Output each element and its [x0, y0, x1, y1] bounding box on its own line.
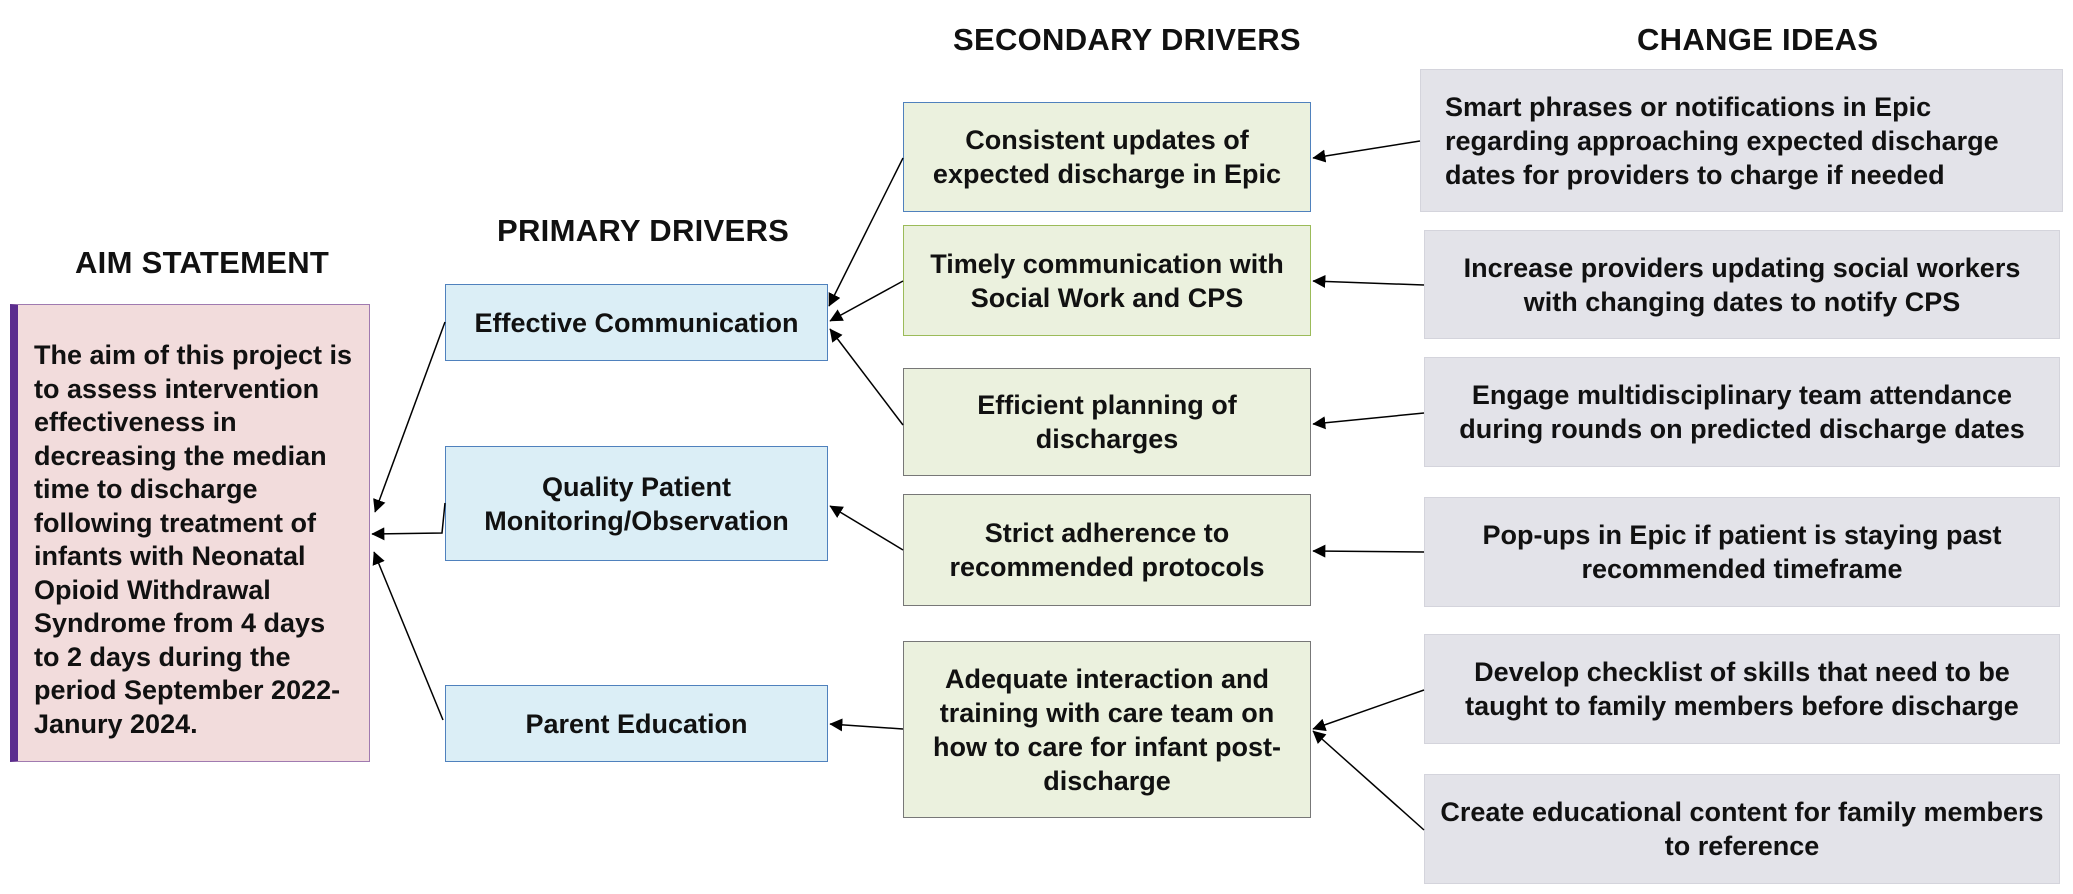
arrow-educational-content-to-training [1312, 730, 1425, 831]
primary-driver-quality-monitoring: Quality Patient Monitoring/Observation [445, 446, 828, 561]
arrow-popups-to-protocols [1312, 544, 1425, 558]
arrow-training-to-education [829, 718, 904, 732]
change-idea-epic-popups: Pop-ups in Epic if patient is staying pa… [1424, 497, 2060, 607]
primary-driver-effective-communication: Effective Communication [445, 284, 828, 361]
arrow-communication-to-aim [373, 321, 446, 513]
change-idea-skills-checklist: Develop checklist of skills that need to… [1424, 634, 2060, 744]
secondary-driver-care-team-training: Adequate interaction and training with c… [903, 641, 1311, 818]
secondary-drivers-heading: SECONDARY DRIVERS [953, 22, 1301, 57]
aim-statement-box: The aim of this project is to assess int… [10, 304, 370, 762]
secondary-driver-label: Adequate interaction and training with c… [933, 663, 1281, 796]
change-idea-label: Develop checklist of skills that need to… [1465, 657, 2019, 721]
change-idea-epic-smart-phrases: Smart phrases or notifications in Epic r… [1420, 69, 2063, 212]
primary-driver-label: Quality Patient Monitoring/Observation [484, 471, 789, 536]
secondary-driver-discharge-planning: Efficient planning of discharges [903, 368, 1311, 476]
primary-drivers-heading: PRIMARY DRIVERS [497, 213, 790, 248]
change-idea-label: Pop-ups in Epic if patient is staying pa… [1482, 520, 2002, 584]
change-idea-label: Engage multidisciplinary team attendance… [1459, 380, 2025, 444]
aim-statement-text: The aim of this project is to assess int… [34, 340, 353, 739]
change-idea-label: Create educational content for family me… [1440, 797, 2044, 861]
aim-statement-heading: AIM STATEMENT [75, 245, 330, 280]
change-idea-label: Smart phrases or notifications in Epic r… [1445, 91, 1999, 190]
secondary-driver-label: Strict adherence to recommended protocol… [949, 518, 1265, 582]
arrow-smart-phrases-to-epic-updates [1312, 140, 1421, 163]
arrow-social-workers-to-communication [1312, 274, 1425, 288]
arrow-rounds-to-planning [1312, 412, 1425, 430]
secondary-driver-epic-updates: Consistent updates of expected discharge… [903, 102, 1311, 212]
arrow-epic-updates-to-communication [828, 157, 904, 307]
secondary-driver-label: Consistent updates of expected discharge… [932, 125, 1282, 189]
primary-driver-parent-education: Parent Education [445, 685, 828, 762]
primary-driver-label: Effective Communication [474, 307, 799, 338]
arrow-discharge-planning-to-communication [829, 328, 904, 426]
change-idea-educational-content: Create educational content for family me… [1424, 774, 2060, 884]
arrow-monitoring-to-aim [371, 502, 446, 541]
secondary-driver-social-work-communication: Timely communication with Social Work an… [903, 225, 1311, 336]
change-idea-update-social-workers: Increase providers updating social worke… [1424, 230, 2060, 339]
arrow-education-to-aim [372, 551, 444, 721]
secondary-driver-label: Efficient planning of discharges [977, 390, 1237, 454]
change-ideas-heading: CHANGE IDEAS [1637, 22, 1879, 57]
secondary-driver-protocol-adherence: Strict adherence to recommended protocol… [903, 494, 1311, 606]
arrow-protocols-to-monitoring [829, 505, 904, 551]
secondary-driver-label: Timely communication with Social Work an… [930, 248, 1284, 313]
primary-driver-label: Parent Education [525, 708, 748, 739]
change-idea-multidisciplinary-rounds: Engage multidisciplinary team attendance… [1424, 357, 2060, 467]
change-idea-label: Increase providers updating social worke… [1463, 252, 2021, 317]
arrow-checklist-to-training [1312, 689, 1425, 732]
arrow-social-work-to-communication [829, 280, 904, 322]
